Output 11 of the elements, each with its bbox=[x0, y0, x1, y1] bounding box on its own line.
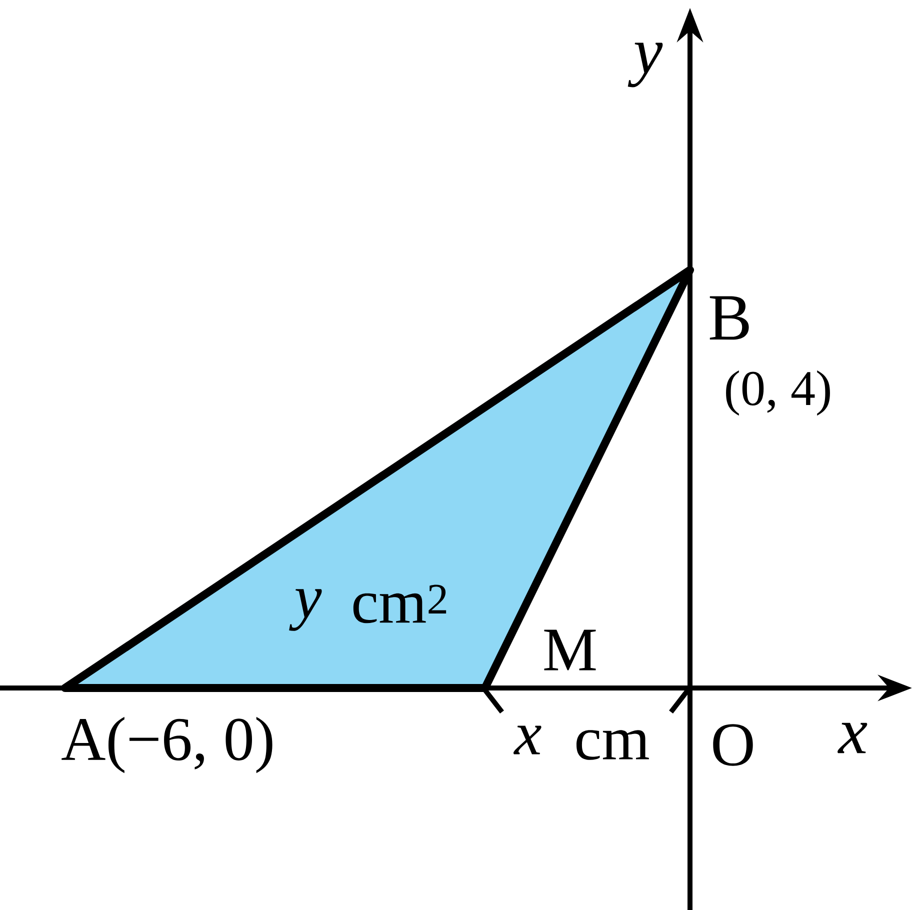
coordinate-label: (0, 4) bbox=[726, 370, 830, 416]
area-variable: y bbox=[289, 589, 322, 631]
origin-label: O bbox=[713, 724, 753, 766]
point-label: M bbox=[544, 630, 596, 670]
point-label: B bbox=[710, 296, 749, 340]
length-unit: cm bbox=[576, 730, 649, 760]
length-variable: x bbox=[514, 726, 542, 754]
point-label: A(−6, 0) bbox=[62, 716, 272, 774]
axis-label: y bbox=[628, 42, 663, 88]
axis-label: x bbox=[838, 722, 868, 754]
area-unit: cm$^{2}$ bbox=[353, 584, 446, 624]
